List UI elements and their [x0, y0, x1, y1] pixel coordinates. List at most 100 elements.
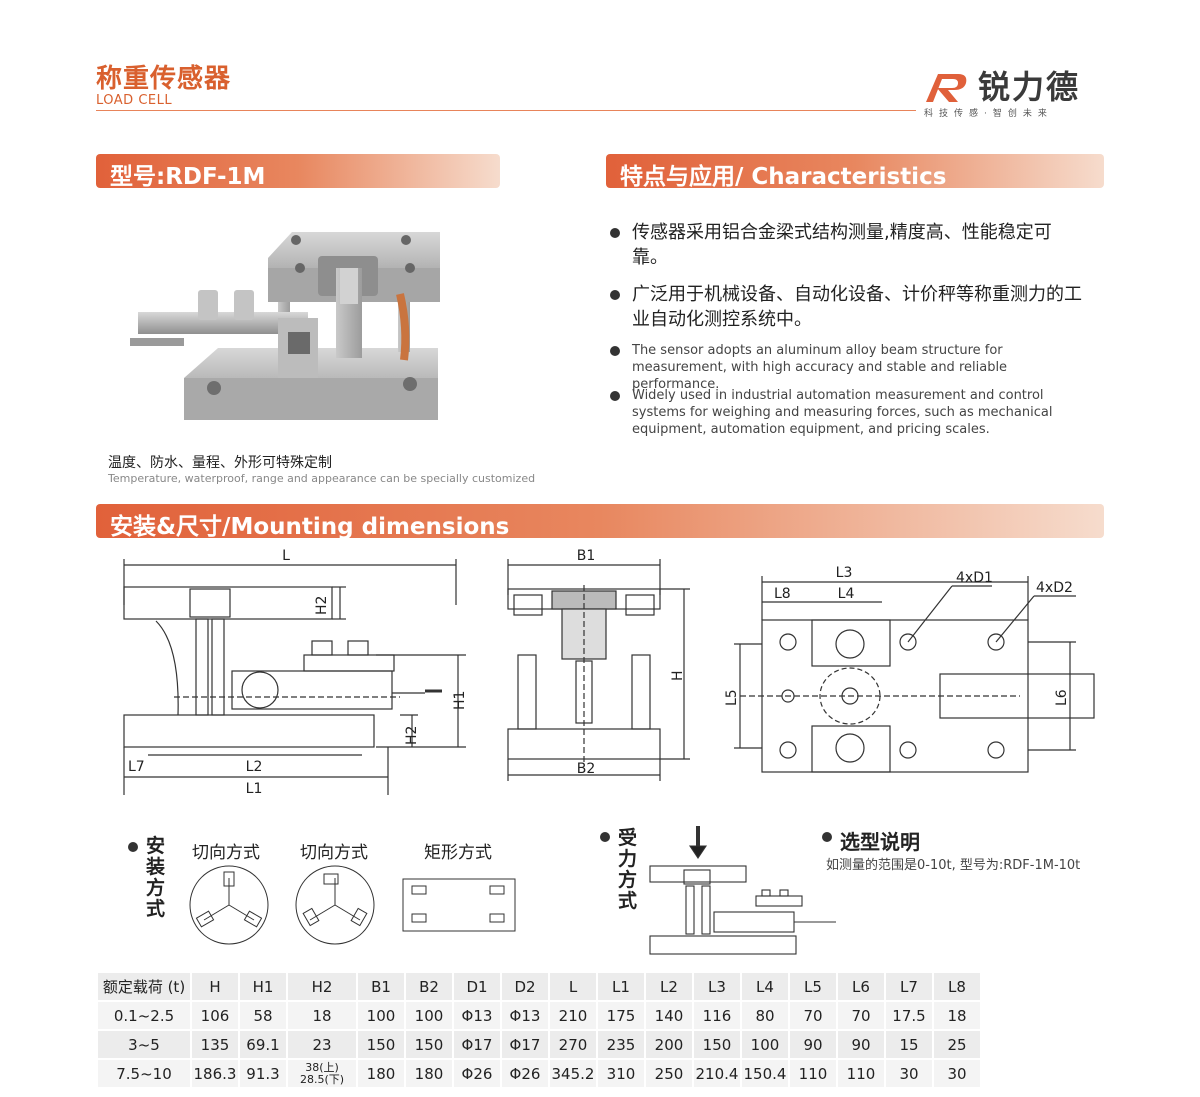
table-cell: 180: [406, 1060, 452, 1087]
table-row: 0.1~2.5 106 58 18 100 100 Φ13 Φ13 210 17…: [98, 1002, 980, 1029]
dim-L8: L8: [774, 586, 791, 602]
dim-H2-top: H2: [314, 596, 330, 615]
force-title: 受力方式: [618, 827, 638, 912]
table-cell: 100: [358, 1002, 404, 1029]
table-cell: 310: [598, 1060, 644, 1087]
table-header: 额定载荷 (t): [98, 973, 190, 1000]
table-cell: 58: [240, 1002, 286, 1029]
bullet-icon: [822, 832, 832, 842]
table-cell: 70: [790, 1002, 836, 1029]
top-view-drawing: L3 L8 L4 L5 L6 4xD1 4xD2: [724, 565, 1095, 773]
table-cell: Φ26: [502, 1060, 548, 1087]
mounting-label: 安装&尺寸/Mounting dimensions: [110, 514, 510, 540]
table-cell: 90: [790, 1031, 836, 1058]
dim-L6: L6: [1054, 689, 1070, 706]
table-header: L: [550, 973, 596, 1000]
dim-L5: L5: [724, 689, 740, 706]
feature-item: 广泛用于机械设备、自动化设备、计价秤等称重测力的工业自动化测控系统中。: [606, 282, 1086, 334]
brand-logo-text: 锐力德: [978, 68, 1081, 106]
front-view-drawing: L H1 H2 H2 L2 L1 L7: [123, 548, 468, 797]
table-cell: 90: [838, 1031, 884, 1058]
spec-table: 额定载荷 (t) H H1 H2 B1 B2 D1 D2 L L1 L2 L3 …: [96, 971, 982, 1089]
table-cell: 210.4: [694, 1060, 740, 1087]
table-cell: 150: [358, 1031, 404, 1058]
customization-note-cn: 温度、防水、量程、外形可特殊定制: [108, 455, 332, 471]
table-header: L6: [838, 973, 884, 1000]
table-row: 3~5 135 69.1 23 150 150 Φ17 Φ17 270 235 …: [98, 1031, 980, 1058]
model-label: 型号:RDF-1M: [110, 164, 266, 190]
table-header: H: [192, 973, 238, 1000]
table-cell: 250: [646, 1060, 692, 1087]
table-cell: 7.5~10: [98, 1060, 190, 1087]
feature-text: Widely used in industrial automation mea…: [632, 388, 1053, 437]
table-header: L8: [934, 973, 980, 1000]
table-cell: Φ13: [454, 1002, 500, 1029]
side-view-drawing: B1 H B2: [507, 548, 690, 781]
model-bar: 型号:RDF-1M: [96, 154, 500, 190]
dim-L4: L4: [838, 586, 855, 602]
table-cell: 3~5: [98, 1031, 190, 1058]
dim-L3: L3: [836, 565, 853, 581]
table-header: L4: [742, 973, 788, 1000]
feature-item: The sensor adopts an aluminum alloy beam…: [606, 342, 1086, 392]
table-cell: 150: [694, 1031, 740, 1058]
install-title: 安装方式: [146, 835, 166, 920]
force-diagram: [649, 826, 836, 955]
page-title: 称重传感器: [96, 64, 232, 94]
selection-title: 选型说明: [840, 830, 920, 854]
table-header: H1: [240, 973, 286, 1000]
table-header: H2: [288, 973, 356, 1000]
table-cell: Φ26: [454, 1060, 500, 1087]
table-header: L7: [886, 973, 932, 1000]
dim-D2: 4xD2: [1036, 580, 1073, 596]
dim-L7: L7: [128, 759, 145, 775]
table-header: D2: [502, 973, 548, 1000]
table-header: L3: [694, 973, 740, 1000]
table-header-row: 额定载荷 (t) H H1 H2 B1 B2 D1 D2 L L1 L2 L3 …: [98, 973, 980, 1000]
table-cell: Φ17: [502, 1031, 548, 1058]
table-cell: 180: [358, 1060, 404, 1087]
bullet-icon: [128, 842, 138, 852]
table-cell: 100: [742, 1031, 788, 1058]
dim-B2: B2: [577, 761, 596, 777]
install-method-2: 切向方式: [300, 843, 368, 863]
table-cell: 270: [550, 1031, 596, 1058]
table-cell: 100: [406, 1002, 452, 1029]
table-header: B1: [358, 973, 404, 1000]
table-cell: 345.2: [550, 1060, 596, 1087]
title-divider: [96, 110, 916, 111]
features-bar: 特点与应用/ Characteristics: [606, 154, 1104, 190]
brand-slogan: 科技传感·智创未来: [924, 109, 1053, 119]
dim-H: H: [670, 670, 686, 681]
table-cell: 23: [288, 1031, 356, 1058]
table-cell: 110: [790, 1060, 836, 1087]
mounting-bar: 安装&尺寸/Mounting dimensions: [96, 504, 1104, 540]
table-cell: Φ17: [454, 1031, 500, 1058]
install-diagram-3: [402, 878, 516, 932]
table-cell: 200: [646, 1031, 692, 1058]
table-header: L2: [646, 973, 692, 1000]
table-header: B2: [406, 973, 452, 1000]
table-cell: 150: [406, 1031, 452, 1058]
bullet-icon: [610, 391, 620, 401]
bullet-icon: [610, 346, 620, 356]
table-cell: 25: [934, 1031, 980, 1058]
table-cell: 15: [886, 1031, 932, 1058]
table-cell: 30: [934, 1060, 980, 1087]
feature-text: 传感器采用铝合金梁式结构测量,精度高、性能稳定可靠。: [632, 222, 1052, 268]
product-photo: [130, 232, 440, 420]
table-cell: 80: [742, 1002, 788, 1029]
table-cell: 186.3: [192, 1060, 238, 1087]
table-cell: 175: [598, 1002, 644, 1029]
table-cell: 70: [838, 1002, 884, 1029]
table-header: L5: [790, 973, 836, 1000]
feature-text: The sensor adopts an aluminum alloy beam…: [632, 343, 1008, 392]
table-cell: 18: [288, 1002, 356, 1029]
dim-H2-bottom: H2: [404, 726, 420, 745]
install-diagram-1: [189, 865, 269, 945]
table-cell: 38(上)28.5(下): [288, 1060, 356, 1087]
table-cell: 150.4: [742, 1060, 788, 1087]
table-cell: 30: [886, 1060, 932, 1087]
install-method-1: 切向方式: [192, 843, 260, 863]
table-cell: 140: [646, 1002, 692, 1029]
